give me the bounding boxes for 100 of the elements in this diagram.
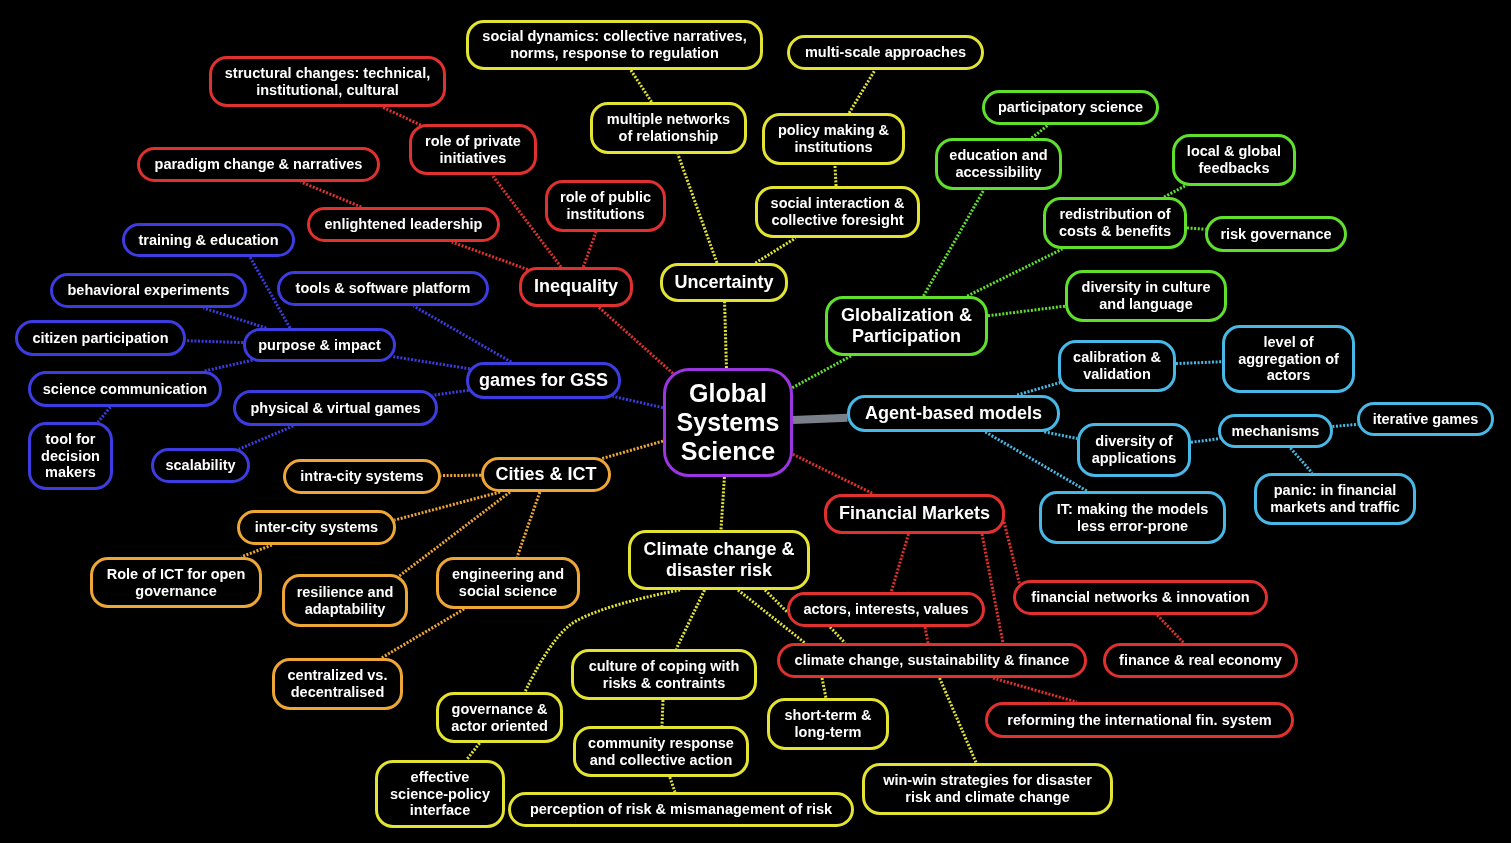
topic-text: social dynamics: collective narratives, norms, response to regulation	[481, 28, 748, 62]
topic-text: behavioral experiments	[67, 282, 230, 299]
subtopic	[209, 56, 446, 107]
subtopic	[375, 760, 505, 828]
subtopic	[862, 763, 1113, 815]
connector-line	[792, 452, 875, 496]
subtopic	[1205, 216, 1347, 252]
connector-line	[791, 354, 852, 390]
topic-text: Global Systems Science	[675, 378, 781, 467]
topic-text: perception of risk & mismanagement of risk	[529, 801, 833, 818]
connector-line	[185, 339, 244, 345]
connector-bar	[792, 413, 848, 424]
topic-text: purpose & impact	[258, 336, 381, 354]
connector-line	[380, 607, 465, 660]
connector-line	[1030, 123, 1050, 140]
subtopic	[1357, 402, 1494, 436]
topic-text: intra-city systems	[300, 468, 424, 485]
subtopic	[777, 643, 1087, 678]
subtopic	[1039, 491, 1226, 544]
connector-line	[204, 358, 253, 373]
connector-line	[674, 589, 706, 650]
topic-text: multi-scale approaches	[804, 44, 967, 61]
subtopic	[787, 35, 984, 70]
topic-text: paradigm change & narratives	[154, 156, 363, 173]
topic-text: level of aggregation of actors	[1237, 333, 1340, 385]
connector-line	[660, 699, 665, 727]
connector-line	[754, 236, 797, 265]
topic-text: Globalization & Participation	[840, 304, 973, 348]
subtopic	[1065, 270, 1227, 322]
topic-text: Inequality	[534, 276, 618, 298]
topic-text: panic: in financial markets and traffic	[1269, 482, 1401, 516]
subtopic	[272, 658, 403, 710]
subtopic	[1103, 643, 1298, 678]
connector-line	[922, 189, 986, 297]
topic-text: structural changes: technical, institutional, cultural	[223, 64, 432, 99]
subtopic	[1222, 325, 1355, 393]
topic-text: calibration & validation	[1072, 349, 1162, 383]
subtopic	[137, 147, 380, 182]
connector-line	[629, 69, 653, 103]
topic-text: training & education	[138, 231, 279, 249]
subtopic	[233, 390, 438, 426]
connector-line	[820, 677, 828, 699]
branch-topic	[519, 267, 633, 307]
connector-line	[847, 69, 877, 114]
connector-line	[391, 354, 471, 371]
topic-text: local & global feedbacks	[1185, 143, 1283, 177]
connector-line	[719, 476, 726, 531]
subtopic	[1172, 134, 1296, 186]
connector-line	[966, 247, 1064, 298]
connector-line	[394, 490, 501, 522]
subtopic	[243, 328, 396, 362]
connector-line	[612, 394, 664, 410]
connector-line	[1175, 360, 1223, 366]
topic-text: financial networks & innovation	[1031, 589, 1250, 606]
subtopic	[1077, 423, 1191, 477]
topic-text: climate change, sustainability & finance	[794, 652, 1070, 669]
topic-text: games for GSS	[478, 369, 608, 391]
subtopic	[277, 271, 489, 306]
subtopic	[935, 138, 1062, 190]
connector-line	[397, 490, 511, 578]
connector-line	[381, 105, 422, 127]
subtopic	[436, 557, 580, 609]
branch-topic	[466, 362, 621, 399]
connector-line	[1332, 422, 1358, 428]
connector-line	[668, 776, 677, 793]
topic-text: win-win strategies for disaster risk and climate change	[882, 772, 1093, 806]
topic-text: tools & software platform	[295, 280, 471, 297]
connector-line	[1190, 437, 1220, 444]
topic-text: governance & actor oriented	[450, 700, 549, 735]
topic-text: effective science-policy interface	[389, 768, 491, 820]
connector-line	[1289, 447, 1314, 474]
connector-line	[1156, 613, 1185, 645]
subtopic	[90, 557, 262, 608]
branch-topic	[628, 530, 810, 590]
connector-line	[1016, 381, 1061, 397]
topic-text: short-term & long-term	[783, 707, 873, 741]
subtopic	[762, 113, 905, 165]
topic-text: science communication	[42, 380, 208, 398]
topic-text: diversity in culture and language	[1080, 279, 1212, 313]
topic-text: iterative games	[1372, 410, 1479, 428]
subtopic	[409, 124, 537, 175]
topic-text: actors, interests, values	[803, 601, 969, 618]
connector-line	[581, 231, 598, 268]
connector-line	[923, 626, 930, 644]
connector-line	[412, 304, 512, 364]
topic-text: enlightened leadership	[324, 216, 483, 233]
connector-line	[980, 533, 1005, 644]
subtopic	[466, 20, 763, 70]
subtopic	[282, 574, 408, 627]
topic-text: redistribution of costs & benefits	[1058, 206, 1172, 240]
connector-line	[676, 153, 719, 264]
topic-text: inter-city systems	[254, 519, 379, 536]
subtopic	[787, 592, 985, 627]
subtopic	[1218, 414, 1333, 448]
branch-topic	[847, 395, 1060, 432]
subtopic	[307, 207, 500, 242]
connector-line	[490, 174, 563, 268]
branch-topic	[481, 457, 611, 492]
topic-text: Uncertainty	[674, 271, 774, 293]
subtopic	[436, 692, 563, 743]
